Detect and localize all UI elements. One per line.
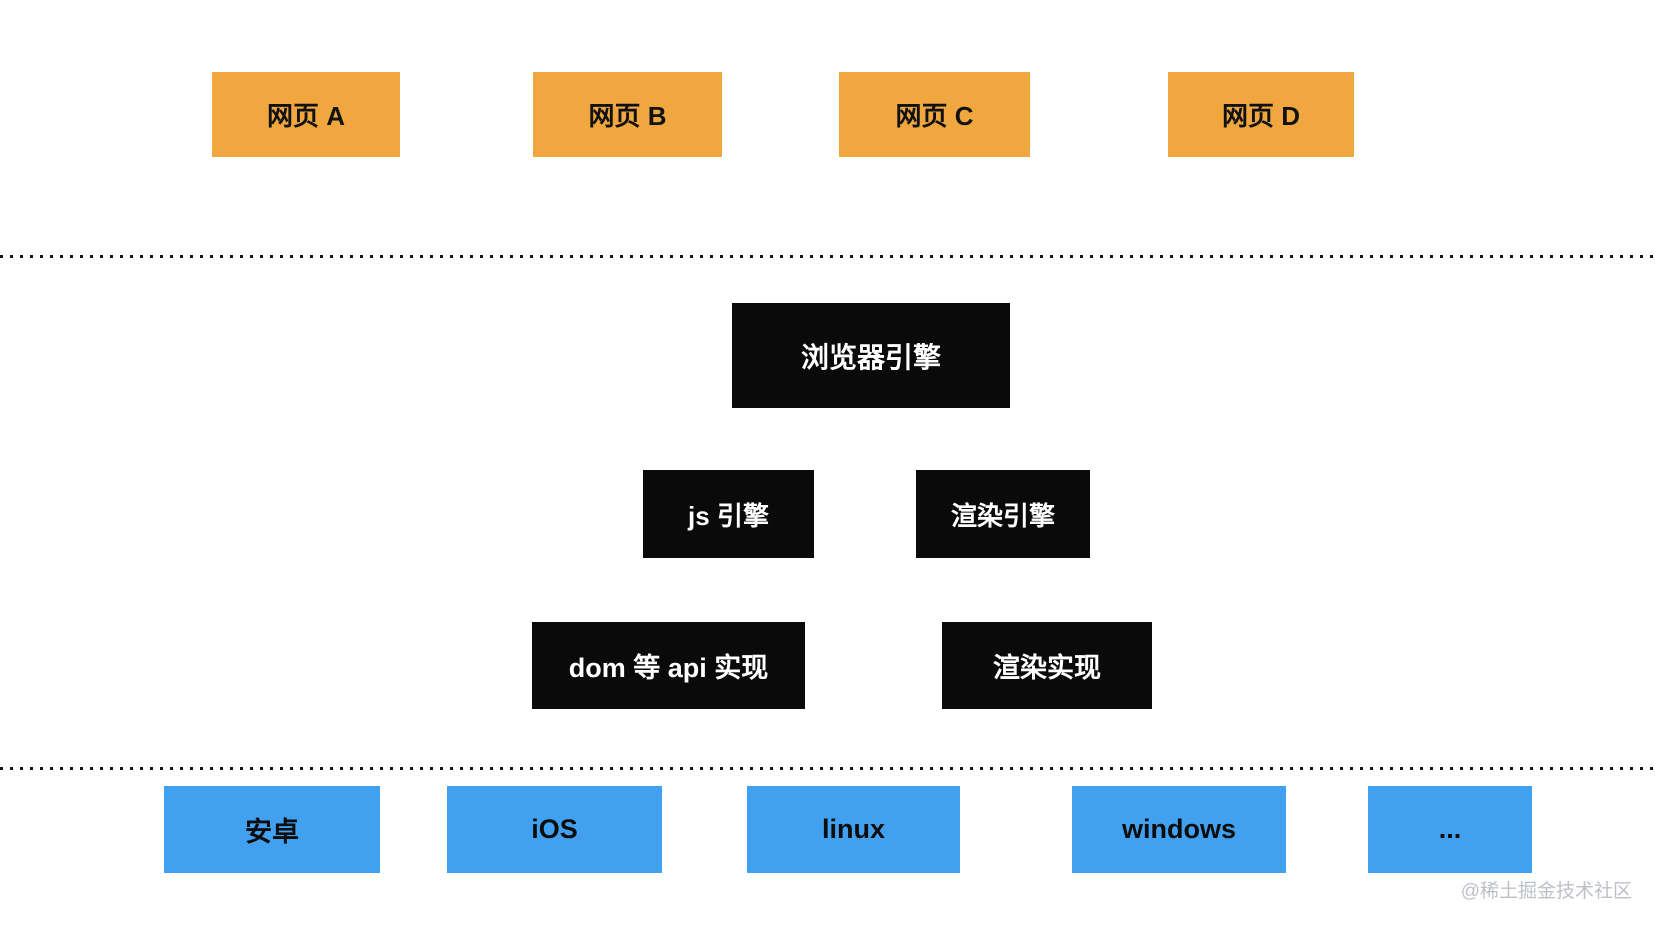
dom-api-implementation-box: dom 等 api 实现 xyxy=(532,622,805,709)
platform-windows-box: windows xyxy=(1072,786,1286,873)
rendering-engine-label: 渲染引擎 xyxy=(950,500,1055,531)
webpage-d-label: 网页 D xyxy=(1221,101,1300,131)
platform-android-label: 安卓 xyxy=(245,817,299,847)
rendering-engine-box: 渲染引擎 xyxy=(916,470,1090,558)
webpage-b-label: 网页 B xyxy=(588,101,667,131)
watermark-text: @稀土掘金技术社区 xyxy=(1460,881,1632,902)
platform-linux-label: linux xyxy=(821,814,885,844)
js-engine-box: js 引擎 xyxy=(643,470,814,558)
webpage-b-box: 网页 B xyxy=(533,72,722,157)
browser-engine-box: 浏览器引擎 xyxy=(732,303,1010,408)
webpage-a-box: 网页 A xyxy=(212,72,400,157)
separator-top-dotted-line xyxy=(0,255,1656,258)
platform-android-box: 安卓 xyxy=(164,786,380,873)
js-engine-label: js 引擎 xyxy=(688,500,769,531)
browser-engine-label: 浏览器引擎 xyxy=(800,341,941,373)
platform-more-label: ... xyxy=(1438,814,1462,844)
platform-linux-box: linux xyxy=(747,786,960,873)
platform-more-box: ... xyxy=(1368,786,1532,873)
platform-ios-box: iOS xyxy=(447,786,662,873)
webpage-c-label: 网页 C xyxy=(895,101,974,131)
rendering-implementation-label: 渲染实现 xyxy=(993,653,1101,683)
platform-windows-label: windows xyxy=(1122,814,1236,844)
webpage-a-label: 网页 A xyxy=(266,101,345,131)
platform-ios-label: iOS xyxy=(531,814,578,844)
webpage-c-box: 网页 C xyxy=(839,72,1030,157)
separator-bottom-dotted-line xyxy=(0,767,1656,770)
dom-api-implementation-label: dom 等 api 实现 xyxy=(568,653,769,683)
webpage-d-box: 网页 D xyxy=(1168,72,1354,157)
rendering-implementation-box: 渲染实现 xyxy=(942,622,1152,709)
